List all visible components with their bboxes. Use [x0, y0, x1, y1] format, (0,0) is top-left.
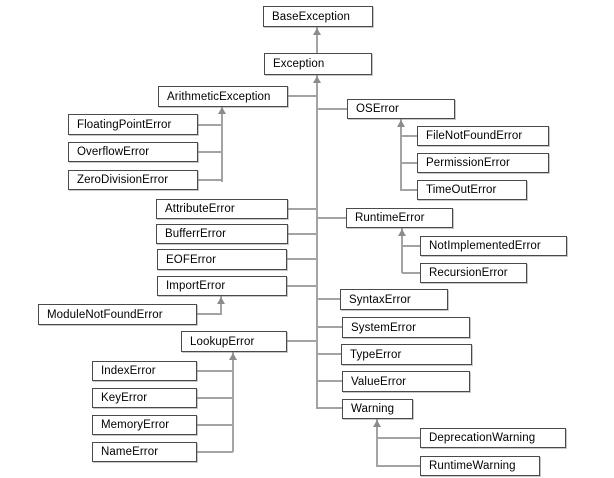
connector-line-horizontal [401, 135, 417, 137]
node-type-error: TypeError [341, 344, 472, 365]
connector-line-horizontal [198, 179, 222, 181]
arrowhead-up-icon [397, 120, 405, 127]
node-key-error: KeyError [92, 388, 197, 408]
node-attribute-error: AttributeError [156, 199, 288, 219]
node-exception: Exception [264, 53, 372, 75]
connector-line-horizontal [317, 217, 346, 219]
node-warning: Warning [342, 399, 413, 419]
connector-line-horizontal [197, 397, 233, 399]
connector-line-horizontal [197, 313, 221, 315]
connector-line-horizontal [402, 245, 420, 247]
connector-line-horizontal [197, 370, 233, 372]
connector-line-horizontal [402, 272, 420, 274]
arrowhead-up-icon [217, 297, 225, 304]
node-recursion-error: RecursionError [420, 263, 527, 283]
node-os-error: OSError [347, 99, 455, 119]
connector-line-horizontal [288, 208, 317, 210]
connector-line-horizontal [288, 233, 317, 235]
node-syntax-error: SyntaxError [340, 289, 448, 310]
connector-line-horizontal [317, 380, 342, 382]
connector-line-horizontal [197, 451, 233, 453]
node-base-exception: BaseException [263, 6, 373, 27]
connector-line-horizontal [317, 108, 347, 110]
node-runtime-warning: RuntimeWarning [420, 456, 540, 476]
node-memory-error: MemoryError [92, 415, 197, 435]
node-import-error: ImportError [157, 276, 287, 296]
node-timeout-error: TimeOutError [417, 180, 527, 200]
node-floating-point-error: FloatingPointError [68, 114, 198, 135]
connector-line-horizontal [317, 298, 340, 300]
node-file-not-found-error: FileNotFoundError [417, 126, 549, 146]
connector-line-vertical [316, 75, 318, 409]
node-value-error: ValueError [342, 371, 470, 392]
node-system-error: SystemError [342, 317, 470, 338]
arrowhead-up-icon [373, 420, 381, 427]
connector-line-vertical [221, 106, 223, 182]
node-module-not-found-error: ModuleNotFoundError [38, 304, 197, 325]
connector-line-horizontal [198, 151, 222, 153]
node-lookup-error: LookupError [181, 331, 287, 352]
node-arithmetic-exception: ArithmeticException [158, 86, 288, 107]
connector-line-horizontal [377, 437, 420, 439]
connector-line-vertical [400, 119, 402, 191]
connector-line-horizontal [198, 124, 222, 126]
node-deprecation-warning: DeprecationWarning [420, 428, 566, 448]
node-zero-division-error: ZeroDivisionError [68, 170, 198, 190]
connector-line-horizontal [287, 258, 317, 260]
connector-line-horizontal [287, 340, 317, 342]
arrowhead-up-icon [398, 229, 406, 236]
arrowhead-up-icon [313, 76, 321, 83]
connector-line-horizontal [197, 424, 233, 426]
node-buffer-error: BufferrError [156, 224, 288, 244]
node-name-error: NameError [92, 442, 197, 462]
connector-line-horizontal [287, 285, 317, 287]
connector-line-vertical [401, 228, 403, 273]
connector-line-horizontal [401, 162, 417, 164]
connector-line-vertical [232, 352, 234, 452]
node-permission-error: PermissionError [417, 153, 549, 173]
connector-line-horizontal [401, 189, 417, 191]
connector-line-vertical [316, 27, 318, 53]
connector-line-vertical [376, 419, 378, 467]
node-overflow-error: OverflowError [68, 142, 198, 162]
connector-line-horizontal [317, 407, 342, 409]
connector-line-horizontal [377, 465, 420, 467]
node-runtime-error: RuntimeError [346, 208, 453, 228]
connector-line-vertical [220, 296, 222, 315]
arrowhead-up-icon [218, 107, 226, 114]
arrowhead-up-icon [229, 353, 237, 360]
node-index-error: IndexError [92, 361, 197, 381]
node-eof-error: EOFError [157, 249, 287, 270]
arrowhead-up-icon [313, 28, 321, 35]
node-not-implemented-error: NotImplementedError [420, 236, 567, 256]
connector-line-horizontal [317, 353, 341, 355]
connector-line-horizontal [317, 326, 342, 328]
connector-line-horizontal [288, 95, 317, 97]
